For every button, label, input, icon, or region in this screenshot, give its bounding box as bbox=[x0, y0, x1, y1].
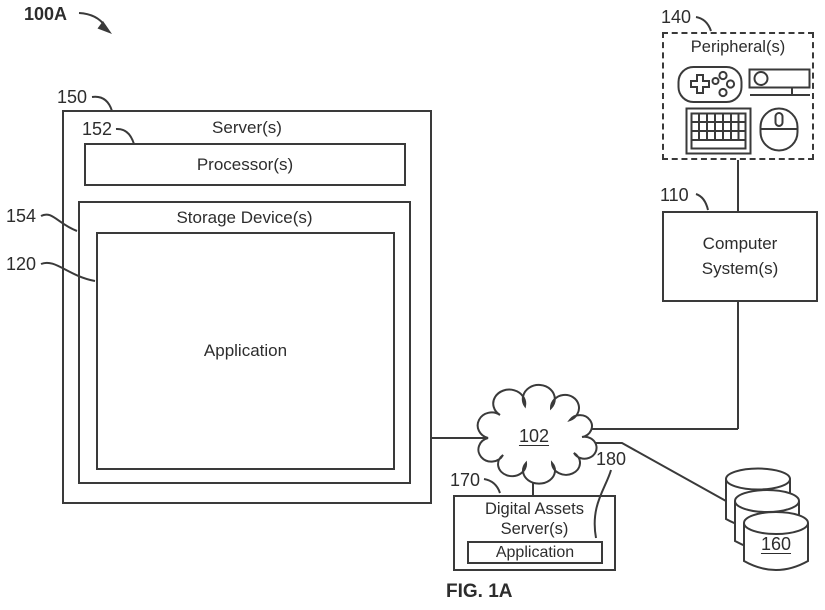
database-cylinder-front bbox=[744, 512, 808, 570]
leader-line-150 bbox=[92, 97, 112, 111]
ref-120: 120 bbox=[6, 254, 37, 274]
leader-line-140 bbox=[696, 17, 711, 31]
ref-170: 170 bbox=[450, 470, 481, 490]
processor-label: Processor(s) bbox=[196, 154, 294, 174]
application-box: Application bbox=[96, 232, 395, 470]
network-cloud-shape bbox=[478, 385, 597, 484]
digital-assets-application-label: Application bbox=[495, 543, 575, 561]
processor-box: Processor(s) bbox=[84, 143, 406, 186]
computer-system-label: Computer System(s) bbox=[701, 233, 779, 278]
ref-154: 154 bbox=[6, 206, 37, 226]
mouse-icon bbox=[759, 107, 799, 152]
server-box: Server(s) bbox=[62, 110, 432, 504]
ref-180: 180 bbox=[596, 449, 627, 469]
ref-102: 102 bbox=[518, 426, 550, 446]
ref-150: 150 bbox=[57, 87, 88, 107]
figure-caption: FIG. 1A bbox=[446, 581, 513, 602]
connector-network-databases bbox=[585, 443, 726, 501]
keyboard-icon bbox=[685, 107, 752, 155]
ref-110: 110 bbox=[660, 185, 689, 205]
ref-140: 140 bbox=[661, 7, 692, 27]
storage-box: Storage Device(s) bbox=[78, 201, 411, 484]
peripherals-label: Peripheral(s) bbox=[690, 38, 786, 56]
ref-160: 160 bbox=[760, 534, 792, 554]
leader-line-110 bbox=[696, 194, 708, 210]
peripherals-box: Peripheral(s) bbox=[662, 32, 814, 160]
ref-152: 152 bbox=[82, 119, 113, 139]
gamepad-icon bbox=[677, 64, 743, 106]
digital-assets-server-box: Digital Assets Server(s) bbox=[453, 495, 616, 571]
digital-assets-application-box: Application bbox=[467, 541, 603, 564]
server-label: Server(s) bbox=[212, 118, 282, 137]
figure-ref-100a: 100A bbox=[24, 4, 68, 24]
application-label: Application bbox=[203, 341, 288, 360]
computer-system-box: Computer System(s) bbox=[662, 211, 818, 302]
leader-line-152 bbox=[116, 129, 134, 144]
leader-line-154 bbox=[41, 215, 77, 231]
leader-line-170 bbox=[484, 479, 500, 493]
sensor-bar-icon bbox=[748, 67, 812, 100]
figure-ref-arrowhead bbox=[97, 21, 112, 34]
digital-assets-server-label: Digital Assets Server(s) bbox=[484, 500, 585, 538]
storage-label: Storage Device(s) bbox=[176, 208, 313, 227]
leader-line-180 bbox=[595, 470, 611, 538]
